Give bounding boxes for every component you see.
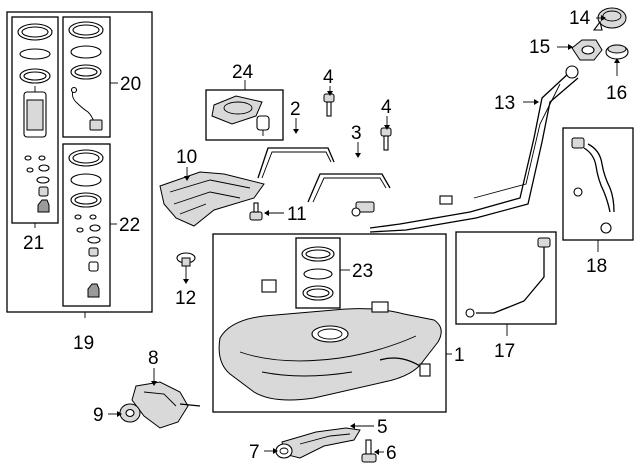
bolt-4a [323,93,335,117]
guard-8 [131,381,201,429]
callout-21: 21 [23,233,44,254]
part-24-plate [211,95,270,136]
box-24 [205,89,284,141]
callout-14: 14 [569,8,591,29]
callout-17: 17 [494,341,515,362]
callout-3: 3 [351,123,362,144]
fuel-cap-14 [592,7,627,31]
callout-1: 1 [454,345,465,366]
protector-5 [281,427,361,459]
callout-2: 2 [290,99,301,120]
box-23 [295,237,341,309]
callout-15: 15 [529,37,550,58]
callout-7: 7 [249,442,260,463]
callout-labels: 1 2 3 4 4 5 6 7 8 9 10 11 12 13 14 15 16… [23,8,627,464]
cap-16 [605,44,629,60]
bolt-6 [361,439,377,463]
callout-4a: 4 [323,67,334,88]
callout-5: 5 [377,417,388,438]
strap-2 [257,147,335,179]
callout-11: 11 [287,204,307,225]
callout-6: 6 [386,443,397,464]
bolt-4b [380,127,392,151]
box-19 [6,11,153,313]
ring-15 [571,39,603,61]
nut-12 [176,252,196,267]
pipe-17 [465,237,551,318]
callout-13: 13 [494,93,515,114]
fuel-tank-1 [218,279,442,401]
box-20-parts [68,21,104,131]
strap-3 [307,173,391,203]
callout-4b: 4 [381,97,392,118]
box-1 [212,233,447,413]
box-22 [62,143,111,307]
callout-22: 22 [119,215,140,236]
box-22-parts [68,149,104,298]
nut-9 [119,403,141,423]
callout-16: 16 [606,83,627,104]
hose-18 [571,137,615,234]
callout-8: 8 [148,348,159,369]
bolt-11 [249,202,263,221]
callout-19: 19 [73,333,94,354]
callout-18: 18 [586,256,607,277]
callout-12: 12 [175,288,196,309]
leader-arrows [117,15,620,455]
box-21-parts [17,23,53,213]
box-23-rings [301,246,335,301]
callout-10: 10 [176,147,197,168]
box-20 [62,16,111,138]
clip-7 [275,443,293,459]
callout-24: 24 [232,62,254,83]
heat-shield-10 [159,171,265,227]
callout-23: 23 [352,261,373,282]
callout-9: 9 [93,405,104,426]
callout-20: 20 [120,74,141,95]
filler-neck-13 [351,65,579,233]
box-17 [455,231,557,325]
